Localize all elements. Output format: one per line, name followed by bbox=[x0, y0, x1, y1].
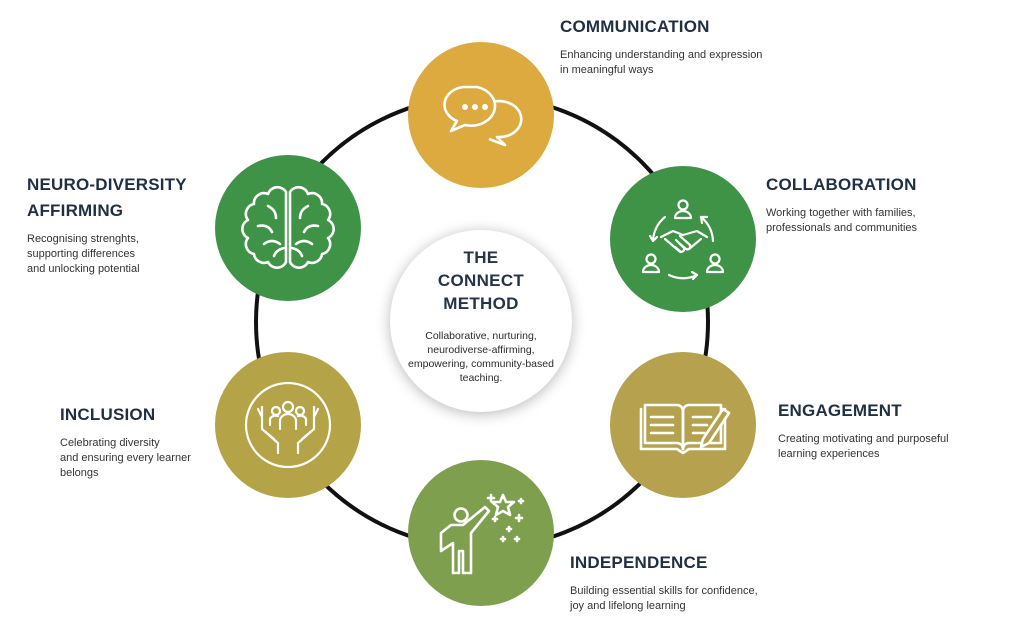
handshake-icon bbox=[641, 199, 725, 281]
inclusion-desc-line3: belongs bbox=[60, 467, 99, 479]
center-title-line2: CONNECT bbox=[437, 271, 525, 290]
center-description: Collaborative, nurturing, neurodiverse-a… bbox=[408, 330, 554, 384]
neurodiversity-title-line1: NEURO-DIVERSITY bbox=[27, 175, 187, 194]
engagement-label: ENGAGEMENT Creating motivating and purpo… bbox=[778, 398, 949, 462]
collaboration-desc-line1: Working together with families, bbox=[766, 207, 916, 219]
inclusion-description: Celebrating diversity and ensuring every… bbox=[60, 436, 191, 481]
inclusion-desc-line1: Celebrating diversity bbox=[60, 437, 160, 449]
neurodiversity-description: Recognising strenghts, supporting differ… bbox=[27, 232, 187, 277]
independence-desc-line2: joy and lifelong learning bbox=[570, 600, 686, 612]
communication-desc-line2: in meaningful ways bbox=[560, 64, 654, 76]
engagement-desc-line1: Creating motivating and purposeful bbox=[778, 433, 949, 445]
engagement-desc-line2: learning experiences bbox=[778, 448, 880, 460]
hands-holding-people-icon bbox=[244, 381, 332, 469]
person-reaching-star-icon bbox=[439, 493, 525, 575]
communication-desc-line1: Enhancing understanding and expression bbox=[560, 49, 763, 61]
engagement-circle bbox=[610, 352, 756, 498]
neurodiversity-desc-line2: supporting differences bbox=[27, 248, 136, 260]
neurodiversity-circle bbox=[215, 155, 361, 301]
brain-icon bbox=[241, 185, 335, 269]
inclusion-circle bbox=[215, 352, 361, 498]
collaboration-circle bbox=[610, 166, 756, 312]
independence-title: INDEPENDENCE bbox=[570, 553, 708, 572]
center-title-line1: THE bbox=[463, 248, 499, 267]
collaboration-desc-line2: professionals and communities bbox=[766, 222, 918, 234]
independence-description: Building essential skills for confidence… bbox=[570, 584, 758, 614]
collaboration-title: COLLABORATION bbox=[766, 175, 917, 194]
neurodiversity-title-line2: AFFIRMING bbox=[27, 201, 124, 220]
neurodiversity-title: NEURO-DIVERSITY AFFIRMING bbox=[27, 172, 187, 224]
communication-label: COMMUNICATION Enhancing understanding an… bbox=[560, 14, 762, 78]
collaboration-description: Working together with families, professi… bbox=[766, 206, 917, 236]
neurodiversity-label: NEURO-DIVERSITY AFFIRMING Recognising st… bbox=[27, 172, 187, 277]
engagement-title: ENGAGEMENT bbox=[778, 401, 902, 420]
inclusion-title: INCLUSION bbox=[60, 405, 156, 424]
independence-circle bbox=[408, 460, 554, 606]
center-circle: THE CONNECT METHOD Collaborative, nurtur… bbox=[390, 230, 572, 412]
inclusion-label: INCLUSION Celebrating diversity and ensu… bbox=[60, 402, 191, 481]
collaboration-label: COLLABORATION Working together with fami… bbox=[766, 172, 917, 236]
engagement-description: Creating motivating and purposeful learn… bbox=[778, 432, 949, 462]
communication-circle bbox=[408, 42, 554, 188]
inclusion-desc-line2: and ensuring every learner bbox=[60, 452, 191, 464]
neurodiversity-desc-line3: and unlocking potential bbox=[27, 263, 140, 275]
communication-title: COMMUNICATION bbox=[560, 17, 710, 36]
communication-description: Enhancing understanding and expression i… bbox=[560, 48, 762, 78]
open-book-pencil-icon bbox=[639, 403, 731, 455]
independence-label: INDEPENDENCE Building essential skills f… bbox=[570, 550, 758, 614]
center-title: THE CONNECT METHOD bbox=[390, 246, 572, 315]
neurodiversity-desc-line1: Recognising strenghts, bbox=[27, 233, 139, 245]
center-title-line3: METHOD bbox=[443, 294, 519, 313]
independence-desc-line1: Building essential skills for confidence… bbox=[570, 585, 758, 597]
speech-bubbles-icon bbox=[443, 85, 523, 147]
